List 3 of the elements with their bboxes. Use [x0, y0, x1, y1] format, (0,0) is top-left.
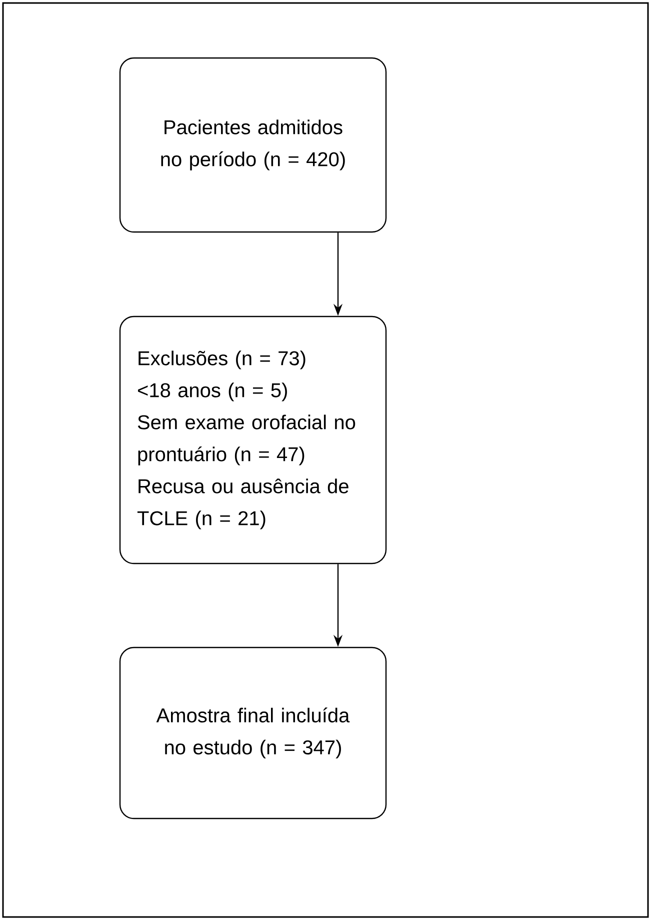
process-box: Pacientes admitidos no período (n = 420): [119, 57, 387, 233]
process-box: Amostra final incluída no estudo (n = 347): [119, 646, 387, 820]
process-box: Exclusões (n = 73) <18 anos (n = 5) Sem exame orofacial no prontuário (n = 47) Recusa ou ausência de TCLE (n = 21): [119, 316, 387, 564]
